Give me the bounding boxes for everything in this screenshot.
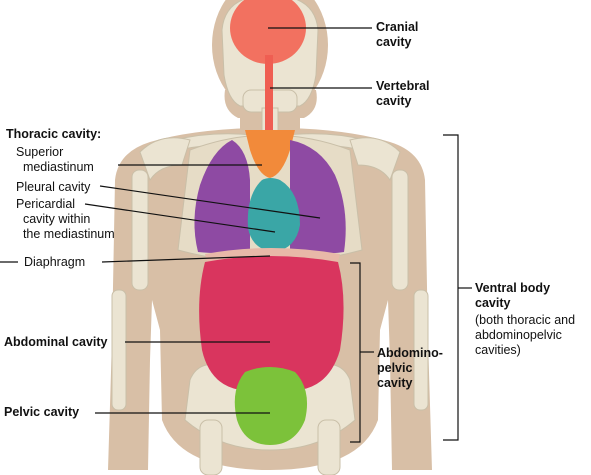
leader-lines — [0, 27, 472, 443]
diaphragm-leader-right — [101, 255, 271, 263]
right-pleural-region — [290, 140, 346, 254]
label-ventral-body-cavity: Ventral body cavity — [475, 281, 551, 310]
left-radius — [111, 289, 127, 411]
abdominal-region — [199, 256, 344, 390]
pericardial-region — [247, 178, 300, 252]
pelvic-region — [234, 367, 308, 445]
label-pleural-cavity: Pleural cavity — [16, 180, 91, 194]
label-abdominal-cavity: Abdominal cavity — [4, 335, 108, 349]
label-ventral-body-cavity-note: (both thoracic and abdominopelvic caviti… — [475, 313, 576, 357]
left-pleural-region — [194, 140, 250, 254]
left-humerus — [131, 169, 149, 291]
right-shoulder — [349, 137, 401, 182]
label-vertebral-cavity: Vertebral cavity — [376, 79, 430, 108]
label-thoracic-cavity: Thoracic cavity: — [6, 127, 102, 141]
right-radius — [413, 289, 429, 411]
label-cranial-cavity: Cranial cavity — [376, 20, 419, 49]
cranial-cavity-region — [230, 0, 306, 64]
label-diaphragm: Diaphragm — [24, 255, 86, 269]
superior-mediastinum-region — [245, 130, 295, 178]
cavities — [194, 0, 346, 445]
label-abdominopelvic-cavity: Abdomino- pelvic cavity — [377, 346, 443, 390]
diaphragm-region — [205, 248, 340, 262]
right-femur — [317, 419, 341, 475]
pericardial-leader — [84, 203, 276, 233]
right-humerus — [391, 169, 409, 291]
label-superior-mediastinum: Superior mediastinum — [16, 145, 94, 174]
label-pelvic-cavity: Pelvic cavity — [4, 405, 80, 419]
pleural-leader — [99, 185, 321, 219]
vertebral-cavity-region — [265, 55, 273, 130]
ventral-bracket — [443, 134, 459, 441]
label-pericardial-cavity: Pericardial cavity within the mediastinu… — [16, 197, 115, 241]
left-femur — [199, 419, 223, 475]
